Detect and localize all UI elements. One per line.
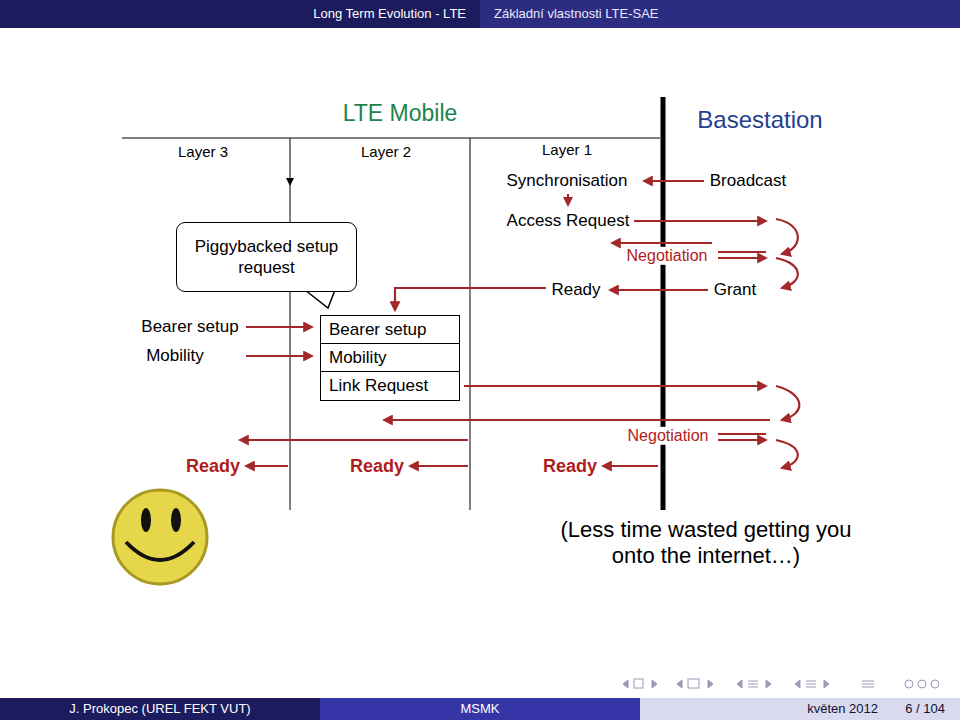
nav-symbols xyxy=(623,679,939,688)
smiley-mouth xyxy=(126,542,194,560)
layer2-box: Link Request xyxy=(320,371,460,401)
nav-icon xyxy=(708,680,713,688)
layer2-box: Mobility xyxy=(320,343,460,373)
signal-arrow xyxy=(384,419,770,421)
header-bar xyxy=(480,0,960,28)
smiley-head xyxy=(113,490,207,584)
message-label: Broadcast xyxy=(710,171,787,191)
footer-text: květen 2012 xyxy=(807,702,878,717)
footer-bar xyxy=(640,698,960,720)
air-interface-line xyxy=(661,97,666,510)
message-label: Mobility xyxy=(146,346,204,366)
caption: (Less time wasted getting you onto the i… xyxy=(556,517,856,570)
signal-arrow xyxy=(410,465,468,467)
header-bar xyxy=(0,0,480,28)
layer-divider xyxy=(290,138,291,510)
header-text: Long Term Evolution - LTE xyxy=(313,7,466,22)
signal-arrow xyxy=(718,251,766,253)
message-label: Negotiation xyxy=(626,427,711,445)
processing-curve xyxy=(776,386,799,420)
footer-text: MSMK xyxy=(461,702,500,717)
nav-icon xyxy=(634,679,643,688)
signal-arrow xyxy=(240,439,468,441)
layer-heading: Layer 3 xyxy=(178,143,228,160)
nav-icon xyxy=(677,680,682,688)
signal-arrow xyxy=(718,433,766,435)
message-label: Ready xyxy=(551,280,600,300)
layer-heading: Layer 2 xyxy=(361,143,411,160)
down-arrow xyxy=(286,178,294,186)
box-text: Link Request xyxy=(329,375,428,396)
box-text: Bearer setup xyxy=(329,319,426,340)
nav-icon xyxy=(748,681,758,687)
message-label: Negotiation xyxy=(625,247,710,265)
footer-text: J. Prokopec (UREL FEKT VUT) xyxy=(69,702,250,717)
nav-icon xyxy=(766,680,771,688)
ready-label: Ready xyxy=(350,456,404,477)
signal-arrow xyxy=(464,385,766,387)
signal-arrow xyxy=(612,242,712,244)
processing-curve xyxy=(776,219,798,254)
ready-label: Ready xyxy=(543,456,597,477)
layer-divider xyxy=(470,138,471,510)
signal-arrow xyxy=(567,194,569,205)
nav-icon xyxy=(905,680,939,688)
signal-arrow xyxy=(634,220,766,222)
signal-arrow xyxy=(246,355,312,357)
header-rule xyxy=(122,138,660,139)
nav-icon xyxy=(652,680,657,688)
side-heading: LTE Mobile xyxy=(343,100,458,126)
header-text: Základní vlastnosti LTE-SAE xyxy=(494,7,659,22)
nav-icon xyxy=(824,680,829,688)
signal-arrow xyxy=(246,326,312,328)
signal-arrow xyxy=(246,465,288,467)
layer-heading: Layer 1 xyxy=(542,141,592,158)
side-heading: Basestation xyxy=(697,106,822,134)
signal-arrow xyxy=(603,465,658,467)
callout-box: Piggybacked setup request xyxy=(176,222,357,292)
signal-arrow xyxy=(718,257,766,259)
ready-label: Ready xyxy=(186,456,240,477)
processing-curve xyxy=(776,258,798,288)
smiley-face xyxy=(113,490,207,584)
nav-icon xyxy=(737,680,742,688)
signal-arrow xyxy=(610,289,708,291)
callout-tail xyxy=(305,290,335,308)
nav-icon xyxy=(795,680,800,688)
signal-arrow xyxy=(644,180,704,182)
footer-text: 6 / 104 xyxy=(905,702,945,717)
smiley-eye xyxy=(141,508,151,532)
message-label: Grant xyxy=(714,280,757,300)
signal-arrow xyxy=(718,439,766,441)
signal-arrow xyxy=(395,288,546,310)
message-label: Access Request xyxy=(507,211,630,231)
nav-icon xyxy=(862,681,874,687)
nav-icon xyxy=(623,680,628,688)
box-text: Piggybacked setup request xyxy=(192,236,342,279)
message-label: Bearer setup xyxy=(141,317,238,337)
smiley-eye xyxy=(171,508,181,532)
message-label: Synchronisation xyxy=(507,171,628,191)
footer-bar xyxy=(320,698,640,720)
nav-icon xyxy=(806,681,816,687)
processing-curve xyxy=(776,440,798,468)
box-text: Mobility xyxy=(329,347,387,368)
nav-icon xyxy=(688,679,699,688)
footer-bar xyxy=(0,698,320,720)
layer2-box: Bearer setup xyxy=(320,315,460,345)
